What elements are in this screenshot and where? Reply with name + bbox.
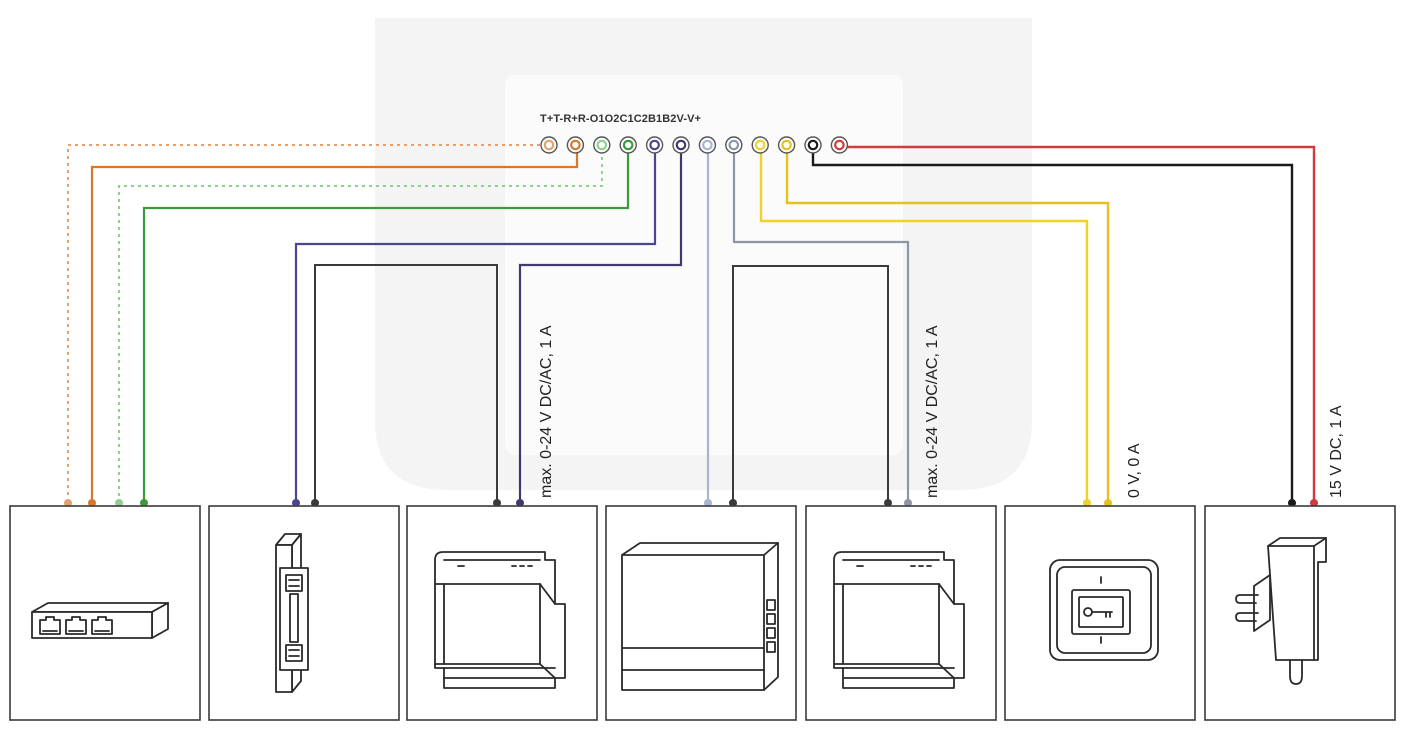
wire-c2 — [732, 150, 910, 503]
terminal-core — [807, 139, 819, 151]
dot-r-minus — [140, 499, 148, 507]
exit-button-icon — [1049, 559, 1159, 661]
terminal-block — [540, 136, 849, 154]
watermark — [375, 18, 1032, 490]
dot-b1 — [1083, 499, 1091, 507]
terminal-header-label: T+T-R+R-O1O2C1C2B1B2V-V+ — [540, 113, 701, 125]
rating-button: 0 V, 0 A — [1126, 443, 1143, 498]
wire-t-plus — [67, 144, 540, 503]
wire-b2 — [785, 150, 1110, 503]
dot-v-plus — [1310, 499, 1318, 507]
wire-strike-relay1 — [314, 264, 498, 503]
door-strike-icon — [275, 533, 309, 693]
terminal-core — [675, 139, 687, 151]
dot-t-minus — [88, 499, 96, 507]
terminal-core — [622, 139, 634, 151]
terminal-core — [649, 139, 660, 151]
terminal-core — [781, 139, 792, 151]
wire-v-plus — [840, 145, 1316, 503]
relay-1-icon — [434, 551, 566, 689]
intercom-unit-icon — [621, 542, 779, 691]
terminal-core — [543, 139, 555, 151]
dot-strike-return — [311, 499, 319, 507]
dot-intercom-return — [729, 499, 737, 507]
wires — [67, 144, 1316, 503]
wire-r-minus — [142, 150, 630, 503]
rating-power: 15 V DC, 1 A — [1328, 405, 1345, 498]
rating-relay1: max. 0-24 V DC/AC, 1 A — [538, 325, 555, 498]
wire-end-dots — [64, 499, 1318, 507]
terminal-core — [728, 139, 740, 151]
terminal-core — [754, 139, 766, 151]
relay-2-icon — [833, 551, 965, 689]
dot-relay2-return — [884, 499, 892, 507]
wire-o2 — [518, 150, 683, 503]
wire-t-minus — [90, 150, 579, 503]
dot-c1 — [704, 499, 712, 507]
dot-o2 — [516, 499, 524, 507]
terminal-core — [702, 139, 713, 151]
wire-b1 — [759, 150, 1089, 503]
wire-v-minus — [811, 147, 1294, 503]
dot-r-plus — [115, 499, 123, 507]
terminal-core — [596, 139, 608, 151]
dot-relay1-return — [493, 499, 501, 507]
dot-b2 — [1104, 499, 1112, 507]
terminal-core — [834, 139, 845, 151]
dot-o1 — [292, 499, 300, 507]
power-adapter-icon — [1235, 537, 1327, 685]
wire-o1 — [294, 150, 657, 503]
dot-v-minus — [1288, 499, 1296, 507]
network-switch-icon — [31, 602, 169, 639]
terminal-core — [570, 139, 581, 151]
dot-t-plus — [64, 499, 72, 507]
dot-c2 — [904, 499, 912, 507]
rating-relay2: max. 0-24 V DC/AC, 1 A — [924, 325, 941, 498]
wire-intercom-relay2 — [732, 265, 889, 503]
